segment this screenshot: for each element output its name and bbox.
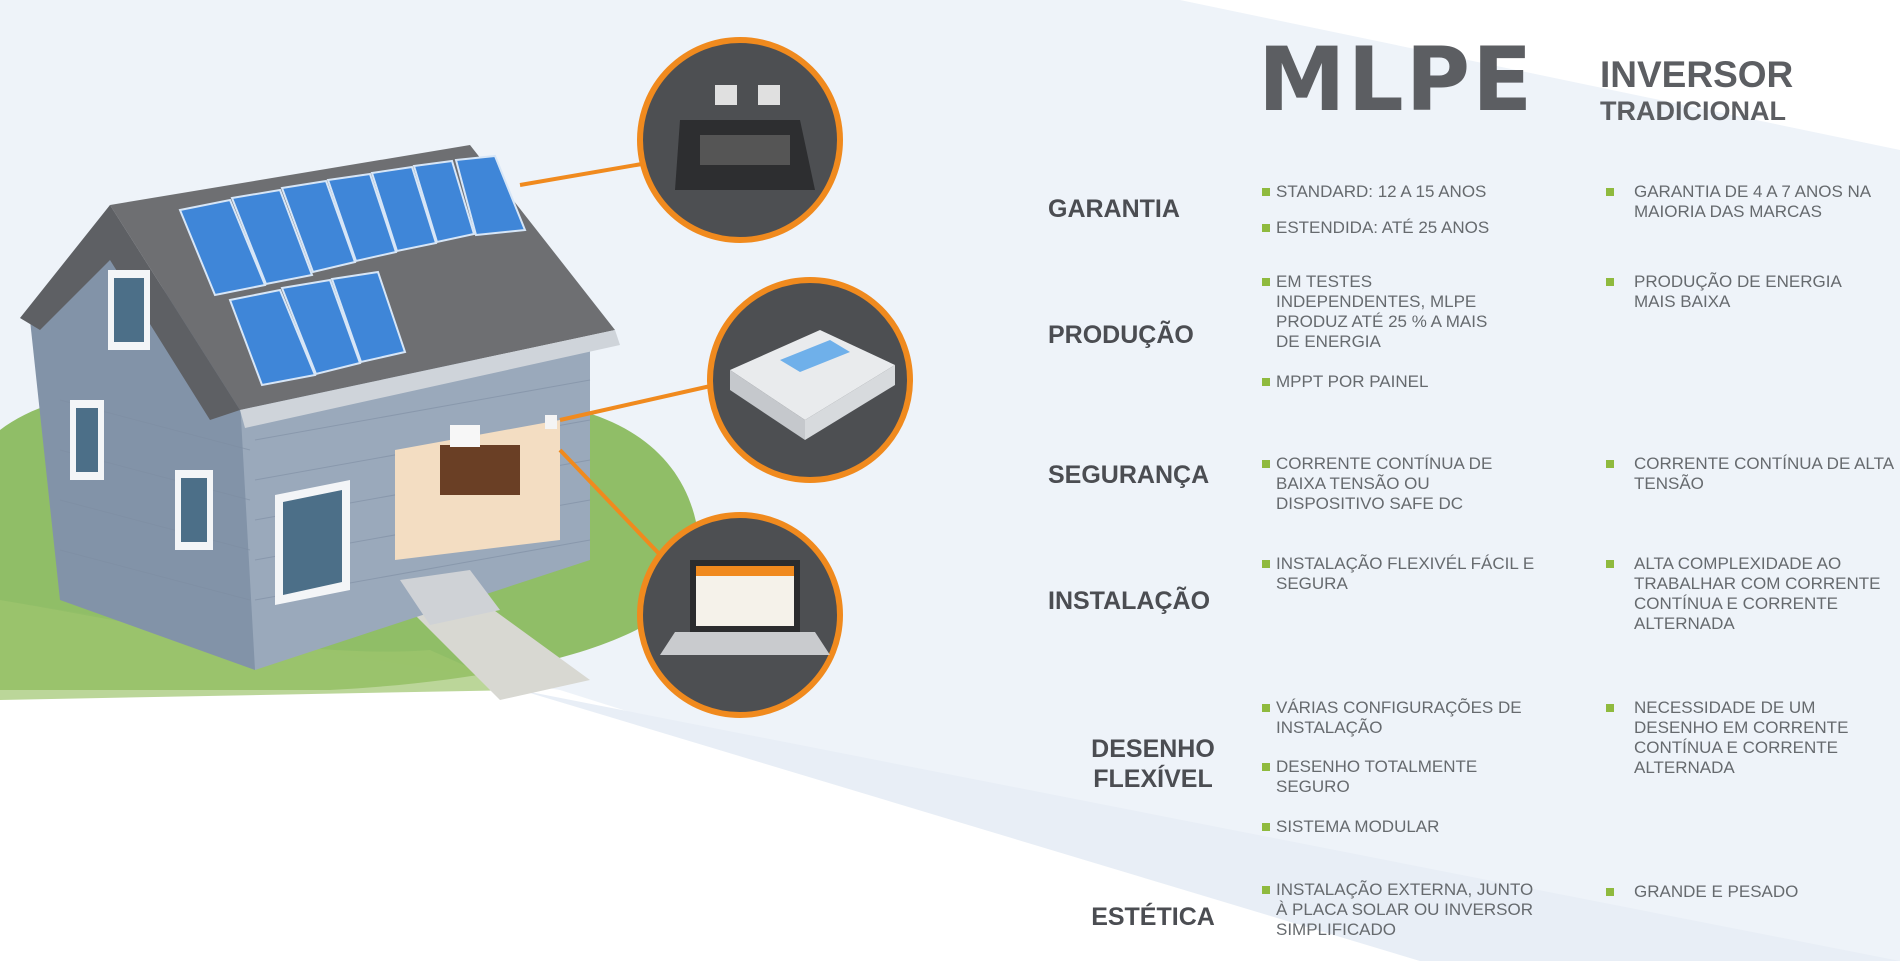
list-item: PRODUÇÃO DE ENERGIA MAIS BAIXA xyxy=(1602,272,1884,312)
category-label: INSTALAÇÃO xyxy=(1048,587,1211,615)
list-item: INSTALAÇÃO EXTERNA, JUNTO À PLACA SOLAR … xyxy=(1262,880,1541,940)
list-item: NECESSIDADE DE UM DESENHO EM CORRENTE CO… xyxy=(1602,698,1884,778)
microinverter-icon xyxy=(637,37,843,243)
bullet-icon xyxy=(1262,704,1270,712)
bullet-icon xyxy=(1262,886,1270,894)
category-label: FLEXÍVEL xyxy=(1093,765,1213,793)
inversor-cell-seguranca: CORRENTE CONTÍNUA DE ALTA TENSÃO xyxy=(1602,454,1894,494)
house-illustration xyxy=(0,37,913,718)
inversor-heading-line1: INVERSOR xyxy=(1600,54,1794,95)
bullet-icon xyxy=(1262,224,1270,232)
category-seguranca: SEGURANÇA xyxy=(1048,460,1248,490)
mlpe-cell-seguranca: CORRENTE CONTÍNUA DE BAIXA TENSÃO OU DIS… xyxy=(1262,454,1562,514)
bullet-icon xyxy=(1262,278,1270,286)
bullet-icon xyxy=(1262,378,1270,386)
gateway-device-icon xyxy=(707,277,913,483)
bullet-icon xyxy=(1606,704,1614,712)
category-garantia: GARANTIA xyxy=(1048,194,1248,224)
mlpe-cell-garantia: STANDARD: 12 A 15 ANOS ESTENDIDA: ATÉ 25… xyxy=(1262,182,1562,238)
list-item: CORRENTE CONTÍNUA DE ALTA TENSÃO xyxy=(1602,454,1894,494)
category-label: DESENHO xyxy=(1091,735,1215,763)
solar-panels xyxy=(178,154,527,387)
mlpe-cell-desenho: VÁRIAS CONFIGURAÇÕES DE INSTALAÇÃO DESEN… xyxy=(1262,698,1562,837)
category-label: GARANTIA xyxy=(1048,195,1180,223)
inversor-cell-producao: PRODUÇÃO DE ENERGIA MAIS BAIXA xyxy=(1602,272,1892,312)
mlpe-cell-estetica: INSTALAÇÃO EXTERNA, JUNTO À PLACA SOLAR … xyxy=(1262,880,1562,940)
list-item: GARANTIA DE 4 A 7 ANOS NA MAIORIA DAS MA… xyxy=(1602,182,1889,222)
list-item: INSTALAÇÃO FLEXIVÉL FÁCIL E SEGURA xyxy=(1262,554,1536,594)
bullet-icon xyxy=(1606,188,1614,196)
inversor-cell-garantia: GARANTIA DE 4 A 7 ANOS NA MAIORIA DAS MA… xyxy=(1602,182,1892,222)
bullet-icon xyxy=(1262,560,1270,568)
category-estetica: ESTÉTICA xyxy=(1048,902,1258,932)
mlpe-cell-instalacao: INSTALAÇÃO FLEXIVÉL FÁCIL E SEGURA xyxy=(1262,554,1562,594)
category-label: PRODUÇÃO xyxy=(1048,321,1194,349)
bullet-icon xyxy=(1606,460,1614,468)
walkway xyxy=(410,600,590,700)
inversor-cell-estetica: GRANDE E PESADO xyxy=(1602,882,1892,902)
category-instalacao: INSTALAÇÃO xyxy=(1048,586,1248,616)
monitoring-laptop-icon xyxy=(637,512,843,718)
list-item: MPPT POR PAINEL xyxy=(1262,372,1562,392)
inversor-cell-instalacao: ALTA COMPLEXIDADE AO TRABALHAR COM CORRE… xyxy=(1602,554,1892,634)
mlpe-heading: MLPE xyxy=(1258,28,1535,131)
bullet-icon xyxy=(1606,278,1614,286)
list-item: DESENHO TOTALMENTE SEGURO xyxy=(1262,757,1516,797)
bullet-icon xyxy=(1262,823,1270,831)
bullet-icon xyxy=(1262,460,1270,468)
category-label: ESTÉTICA xyxy=(1091,903,1215,931)
list-item: VÁRIAS CONFIGURAÇÕES DE INSTALAÇÃO xyxy=(1262,698,1541,738)
list-item: CORRENTE CONTÍNUA DE BAIXA TENSÃO OU DIS… xyxy=(1262,454,1531,514)
category-label: SEGURANÇA xyxy=(1048,461,1210,489)
category-desenho-flexivel: DESENHO FLEXÍVEL xyxy=(1048,734,1258,794)
list-item: EM TESTES INDEPENDENTES, MLPE PRODUZ ATÉ… xyxy=(1262,272,1511,352)
inversor-cell-desenho: NECESSIDADE DE UM DESENHO EM CORRENTE CO… xyxy=(1602,698,1892,778)
inversor-heading-line2: TRADICIONAL xyxy=(1600,96,1786,126)
category-producao: PRODUÇÃO xyxy=(1048,320,1248,350)
house-side-wall xyxy=(30,220,255,670)
bullet-icon xyxy=(1606,560,1614,568)
bullet-icon xyxy=(1262,763,1270,771)
bullet-icon xyxy=(1606,888,1614,896)
desk xyxy=(440,445,520,495)
mlpe-cell-producao: EM TESTES INDEPENDENTES, MLPE PRODUZ ATÉ… xyxy=(1262,272,1562,392)
list-item: SISTEMA MODULAR xyxy=(1262,817,1562,837)
list-item: GRANDE E PESADO xyxy=(1602,882,1892,902)
list-item: ALTA COMPLEXIDADE AO TRABALHAR COM CORRE… xyxy=(1602,554,1889,634)
bullet-icon xyxy=(1262,188,1270,196)
list-item: ESTENDIDA: ATÉ 25 ANOS xyxy=(1262,218,1562,238)
porch-steps xyxy=(400,570,500,625)
list-item: STANDARD: 12 A 15 ANOS xyxy=(1262,182,1562,202)
